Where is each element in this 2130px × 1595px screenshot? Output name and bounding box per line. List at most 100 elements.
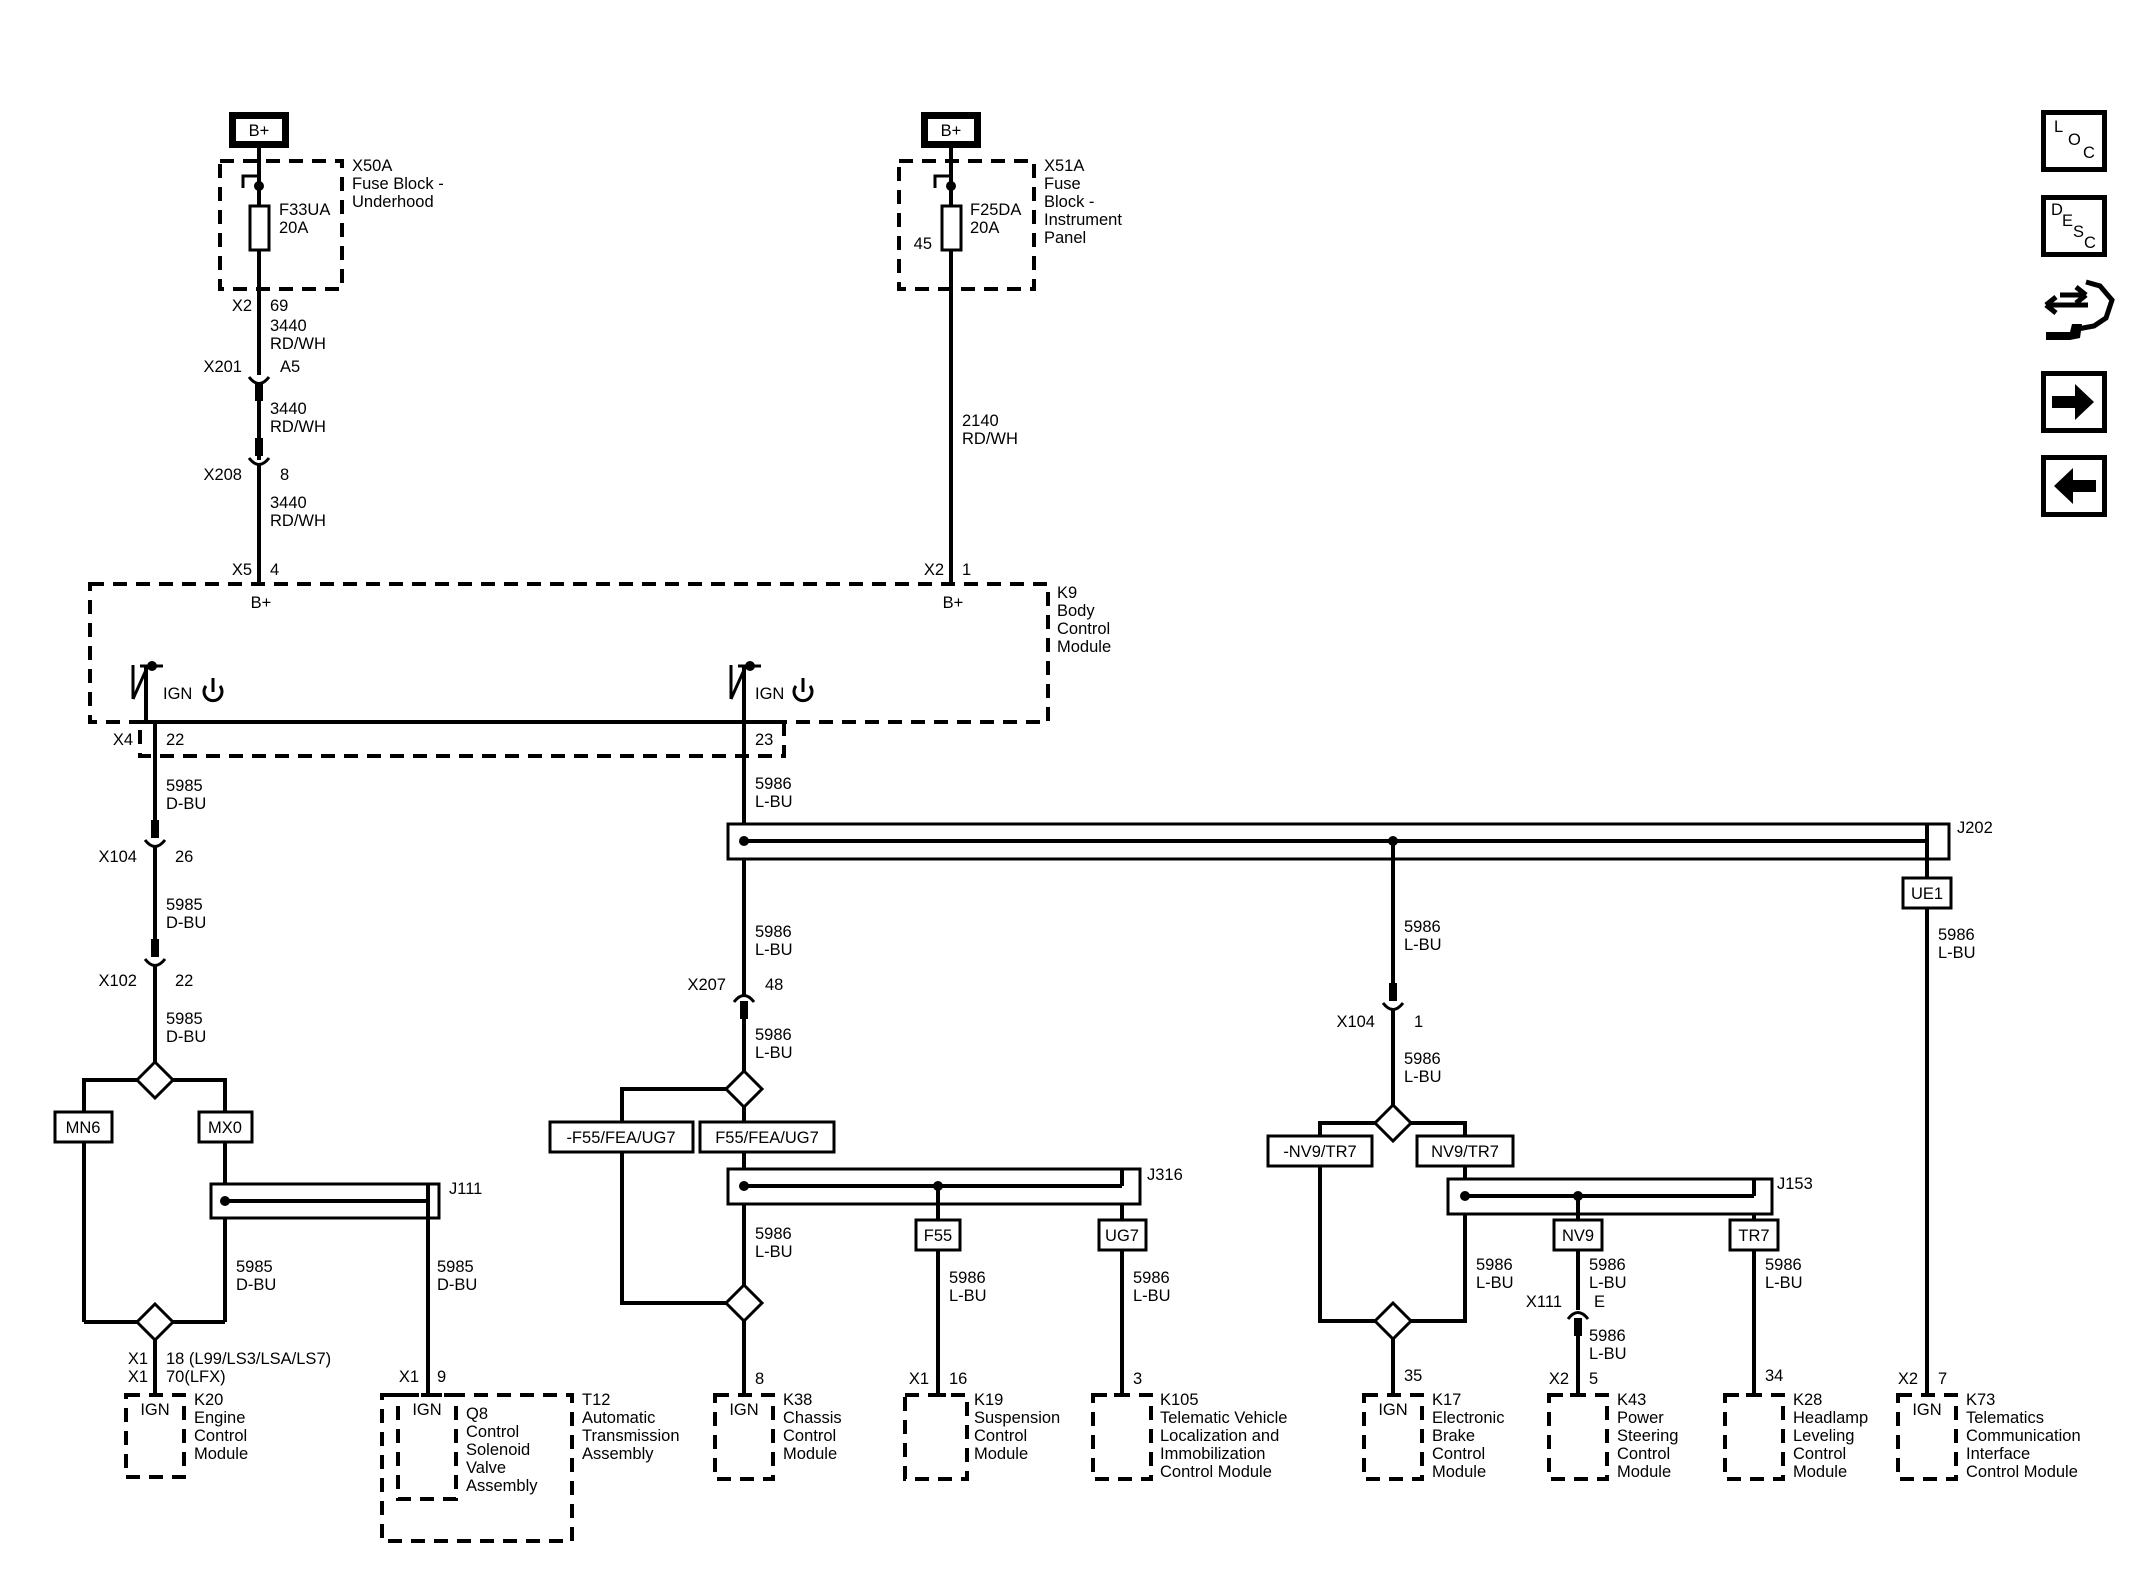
connector-label: X2 (1549, 1370, 1569, 1388)
ignition-switch: IGN (729, 661, 814, 722)
wire-color: D-BU (236, 1276, 276, 1294)
module-name: Telematics (1966, 1409, 2044, 1427)
fuse-name: F33UA (279, 201, 330, 219)
back-arrow-icon[interactable] (2041, 455, 2107, 517)
wire-circuit: 5986 (1938, 926, 1975, 944)
forward-arrow-icon[interactable] (2041, 371, 2107, 433)
module-name: Control (1432, 1445, 1485, 1463)
connector-ref: X208 (203, 466, 242, 484)
wire-3440: 3440 RD/WH (257, 383, 326, 460)
module-name: Telematic Vehicle (1160, 1409, 1287, 1427)
wire-3440: 3440 RD/WH (257, 464, 326, 584)
option-box-mx0 (197, 1110, 254, 1144)
splice-label: J153 (1777, 1175, 1813, 1193)
connector-diagnosis-icon[interactable] (2044, 279, 2115, 340)
loc-letter: O (2068, 131, 2081, 149)
module-name: Engine (194, 1409, 245, 1427)
inline-connector-x201: X201 A5 (203, 358, 300, 401)
module-name: Transmission (582, 1427, 680, 1445)
connector-pin: 22 (175, 972, 193, 990)
fuse-block-desc: Fuse Block - (352, 175, 444, 193)
pin-label: 70(LFX) (166, 1368, 226, 1386)
ign-label: IGN (163, 685, 192, 703)
wire-color: D-BU (437, 1276, 477, 1294)
module-name: Control Module (1160, 1463, 1272, 1481)
q8-solenoid-valve (396, 1393, 458, 1501)
connector-label: X2 (924, 561, 944, 579)
k28-headlamp-leveling-control-module: 34 K28 Headlamp Leveling Control Module (1723, 1367, 1868, 1481)
option-label: UE1 (1911, 885, 1943, 903)
description-button[interactable]: D E S C (2041, 195, 2107, 257)
pin-label: 18 (L99/LS3/LSA/LS7) (166, 1350, 331, 1368)
connector-pin: 48 (765, 976, 783, 994)
module-name: Control (1793, 1445, 1846, 1463)
wire-circuit: 5986 (1404, 1050, 1441, 1068)
wire-circuit: 3440 (270, 494, 307, 512)
fuse-block-desc: Block - (1044, 193, 1094, 211)
wire-color: L-BU (1476, 1274, 1514, 1292)
bplus-input-label: B+ (943, 594, 964, 612)
module-name: Automatic (582, 1409, 655, 1427)
wire-color: RD/WH (270, 512, 326, 530)
wire-color: L-BU (1589, 1345, 1627, 1363)
module-name: Localization and (1160, 1427, 1279, 1445)
wire-circuit: 2140 (962, 412, 999, 430)
pin-label: 3 (1133, 1370, 1142, 1388)
connector-ref: X102 (98, 972, 137, 990)
module-ref: K19 (974, 1391, 1003, 1409)
connector-ref: X207 (687, 976, 726, 994)
pin-label: 69 (270, 297, 288, 315)
wire-circuit: 5985 (166, 777, 203, 795)
fuse-block-ref: X50A (352, 157, 392, 175)
option-box-nv9 (1552, 1218, 1604, 1252)
wire-circuit: 5986 (1589, 1327, 1626, 1345)
module-name: Chassis (783, 1409, 842, 1427)
module-name: Steering (1617, 1427, 1678, 1445)
module-ref: Q8 (466, 1405, 488, 1423)
module-name: Assembly (582, 1445, 654, 1463)
wire-color: L-BU (1589, 1274, 1627, 1292)
module-name: Control (466, 1423, 519, 1441)
module-name: Power (1617, 1409, 1664, 1427)
module-name: Module (1432, 1463, 1486, 1481)
module-name: Module (1793, 1463, 1847, 1481)
pin-label: 22 (166, 731, 184, 749)
module-name: Immobilization (1160, 1445, 1265, 1463)
fuse-block-ref: X51A (1044, 157, 1084, 175)
wire-color: L-BU (1404, 1068, 1442, 1086)
module-name: Assembly (466, 1477, 538, 1495)
connector-label: X1 (909, 1370, 929, 1388)
wire-color: L-BU (755, 1044, 793, 1062)
loc-letter: L (2054, 118, 2063, 136)
module-ref: K17 (1432, 1391, 1461, 1409)
module-ref: K38 (783, 1391, 812, 1409)
wire-color: L-BU (755, 941, 793, 959)
pin-label: 4 (270, 561, 279, 579)
pin-label: 23 (755, 731, 773, 749)
k20-engine-control-module: X1 18 (L99/LS3/LSA/LS7) X1 70(LFX) IGN K… (124, 1350, 331, 1479)
location-button[interactable]: L O C (2041, 110, 2107, 172)
module-name: Module (1057, 638, 1111, 656)
pin-label: 8 (755, 1370, 764, 1388)
module-name: Suspension (974, 1409, 1060, 1427)
option-label: UG7 (1105, 1227, 1139, 1245)
ign-label: IGN (729, 1401, 758, 1419)
body-control-module: X5 4 X2 1 B+ B+ K9 Body Control Module I… (88, 561, 1111, 758)
connector-label: X1 (128, 1368, 148, 1386)
module-name: Brake (1432, 1427, 1475, 1445)
wire-circuit: 5986 (755, 1026, 792, 1044)
ignition-switch: IGN (131, 661, 224, 722)
t12-automatic-transmission-assembly: X1 9 IGN Q8 Control Solenoid Valve Assem… (380, 1368, 680, 1543)
wire-color: RD/WH (270, 418, 326, 436)
module-name: Control (783, 1427, 836, 1445)
wire-color: D-BU (166, 1028, 206, 1046)
connector-ref: X201 (203, 358, 242, 376)
wire-color: RD/WH (962, 430, 1018, 448)
power-source-left: B+ (229, 112, 289, 148)
fuse-name: F25DA (970, 201, 1021, 219)
splice-label: J202 (1957, 819, 1993, 837)
desc-letter: E (2062, 212, 2073, 230)
connector-pin: A5 (280, 358, 300, 376)
power-icon (202, 678, 224, 703)
inline-connector-x208: X208 8 (203, 438, 289, 484)
